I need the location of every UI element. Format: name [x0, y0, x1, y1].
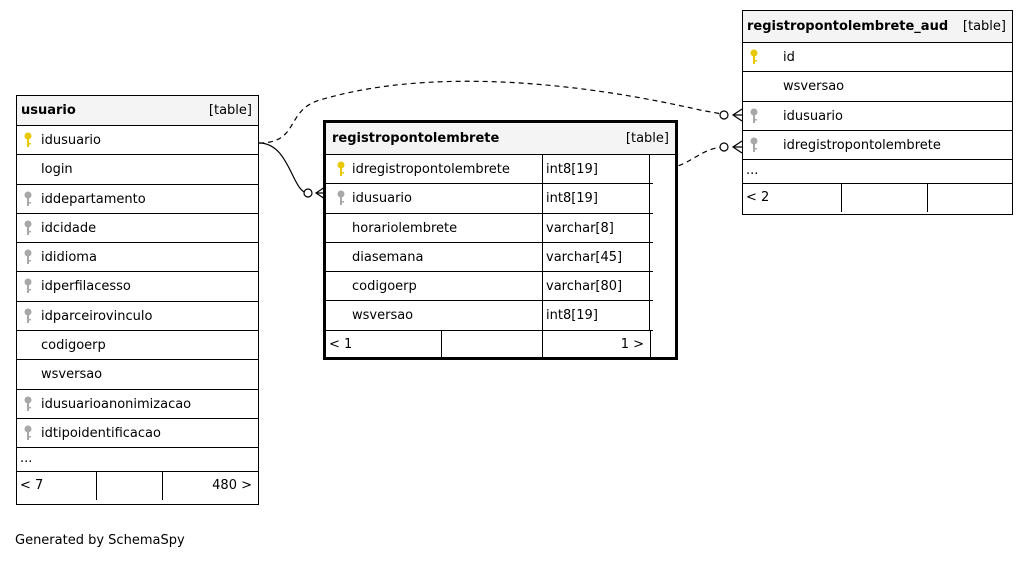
foreign-key-icon — [23, 249, 33, 265]
column-row[interactable]: idusuario — [17, 126, 258, 156]
foreign-key-icon — [336, 190, 346, 206]
column-name: idregistropontolembrete — [352, 162, 510, 177]
column-list: id wsversao idusuario idregistropontolembre… — [743, 43, 1012, 161]
column-row[interactable]: idusuarioanonimizacao — [17, 390, 258, 419]
column-name: idparceirovinculo — [41, 308, 153, 324]
foreign-key-icon — [23, 220, 33, 236]
table-footer: < 7 480 > — [17, 472, 258, 501]
rel-usuario-aud — [258, 80, 723, 144]
column-name: wsversao — [783, 79, 845, 95]
foreign-key-icon — [23, 191, 33, 207]
column-name: idusuarioanonimizacao — [41, 396, 192, 412]
column-row[interactable]: id — [743, 43, 1012, 73]
column-name: idusuario — [41, 133, 101, 148]
column-row[interactable]: idperfilacesso — [17, 272, 258, 302]
rel-optional-marker — [303, 188, 313, 198]
parents-count: < 2 — [746, 190, 770, 206]
column-name: login — [41, 162, 73, 178]
more-columns: ... — [17, 448, 258, 473]
parents-count: < 7 — [20, 478, 44, 494]
rel-usuario-registropontolembrete — [258, 142, 309, 194]
parents-count: < 1 — [329, 336, 353, 352]
table-name: registropontolembrete_aud — [747, 19, 949, 34]
rows-count: 1 > — [620, 336, 644, 352]
table-header: usuario [table] — [17, 96, 258, 126]
column-type: int8[19] — [546, 191, 598, 207]
column-name: id — [783, 50, 795, 65]
column-row[interactable]: idparceirovinculo — [17, 302, 258, 332]
column-name: idusuario — [783, 108, 843, 124]
column-row[interactable]: horariolembrete varchar[8] — [326, 213, 653, 243]
column-type: int8[19] — [546, 308, 598, 324]
rel-crowfoot — [731, 140, 743, 154]
table-footer: < 2 — [743, 184, 1012, 213]
column-name: ididioma — [41, 250, 97, 266]
rel-optional-marker — [719, 142, 729, 152]
primary-key-icon — [23, 132, 33, 148]
table-kind: [table] — [962, 19, 1006, 34]
column-type: varchar[8] — [546, 220, 614, 236]
table-footer: < 1 1 > — [326, 330, 675, 358]
table-name: usuario — [21, 103, 76, 118]
column-row[interactable]: ididioma — [17, 243, 258, 273]
column-row[interactable]: idcidade — [17, 214, 258, 244]
column-name: idregistropontolembrete — [783, 137, 941, 153]
foreign-key-icon — [23, 308, 33, 324]
table-kind: [table] — [625, 131, 669, 146]
column-row[interactable]: login — [17, 155, 258, 185]
column-row[interactable]: idregistropontolembrete int8[19] — [326, 155, 653, 185]
rows-count: 480 > — [212, 478, 252, 494]
foreign-key-icon — [749, 137, 759, 153]
column-type: int8[19] — [546, 162, 598, 177]
table-header: registropontolembrete_aud [table] — [743, 11, 1012, 43]
column-name: codigoerp — [352, 279, 417, 295]
rel-crowfoot — [731, 108, 743, 122]
column-row[interactable]: codigoerp — [17, 331, 258, 361]
column-list: idusuario login iddepartamento idcidade idid… — [17, 126, 258, 449]
primary-key-icon — [336, 161, 346, 177]
column-type: varchar[45] — [546, 249, 623, 265]
column-row[interactable]: wsversao int8[19] — [326, 301, 653, 331]
column-type: varchar[80] — [546, 279, 623, 295]
table-usuario[interactable]: usuario [table] idusuario login iddepartam… — [16, 95, 259, 505]
column-row[interactable]: idtipoidentificacao — [17, 419, 258, 449]
column-name: codigoerp — [41, 338, 106, 354]
table-registropontolembrete[interactable]: registropontolembrete [table] idregistro… — [323, 120, 678, 360]
column-row[interactable]: idregistropontolembrete — [743, 131, 1012, 161]
primary-key-icon — [749, 49, 759, 65]
more-columns: ... — [743, 160, 1012, 185]
table-name: registropontolembrete — [332, 131, 500, 146]
column-name: wsversao — [41, 367, 103, 383]
foreign-key-icon — [23, 396, 33, 412]
column-row[interactable]: idusuario — [743, 102, 1012, 131]
table-kind: [table] — [208, 103, 252, 118]
column-name: idperfilacesso — [41, 279, 131, 295]
column-row[interactable]: diasemana varchar[45] — [326, 242, 653, 273]
column-row[interactable]: iddepartamento — [17, 185, 258, 214]
column-name: idcidade — [41, 220, 97, 236]
generated-by-note: Generated by SchemaSpy — [15, 533, 185, 548]
rel-optional-marker — [719, 110, 729, 120]
column-name: horariolembrete — [352, 220, 458, 236]
column-row[interactable]: wsversao — [743, 72, 1012, 102]
column-name: iddepartamento — [41, 191, 146, 207]
foreign-key-icon — [749, 108, 759, 124]
column-row[interactable]: wsversao — [17, 360, 258, 390]
column-name: diasemana — [352, 249, 424, 265]
column-row[interactable]: codigoerp varchar[80] — [326, 272, 653, 302]
column-name: idtipoidentificacao — [41, 425, 161, 441]
table-registropontolembrete_aud[interactable]: registropontolembrete_aud [table] id wsve… — [742, 10, 1013, 215]
foreign-key-icon — [23, 278, 33, 294]
column-row[interactable]: idusuario int8[19] — [326, 184, 653, 214]
column-name: idusuario — [352, 191, 412, 207]
foreign-key-icon — [23, 425, 33, 441]
column-name: wsversao — [352, 308, 414, 324]
table-header: registropontolembrete [table] — [326, 123, 675, 155]
